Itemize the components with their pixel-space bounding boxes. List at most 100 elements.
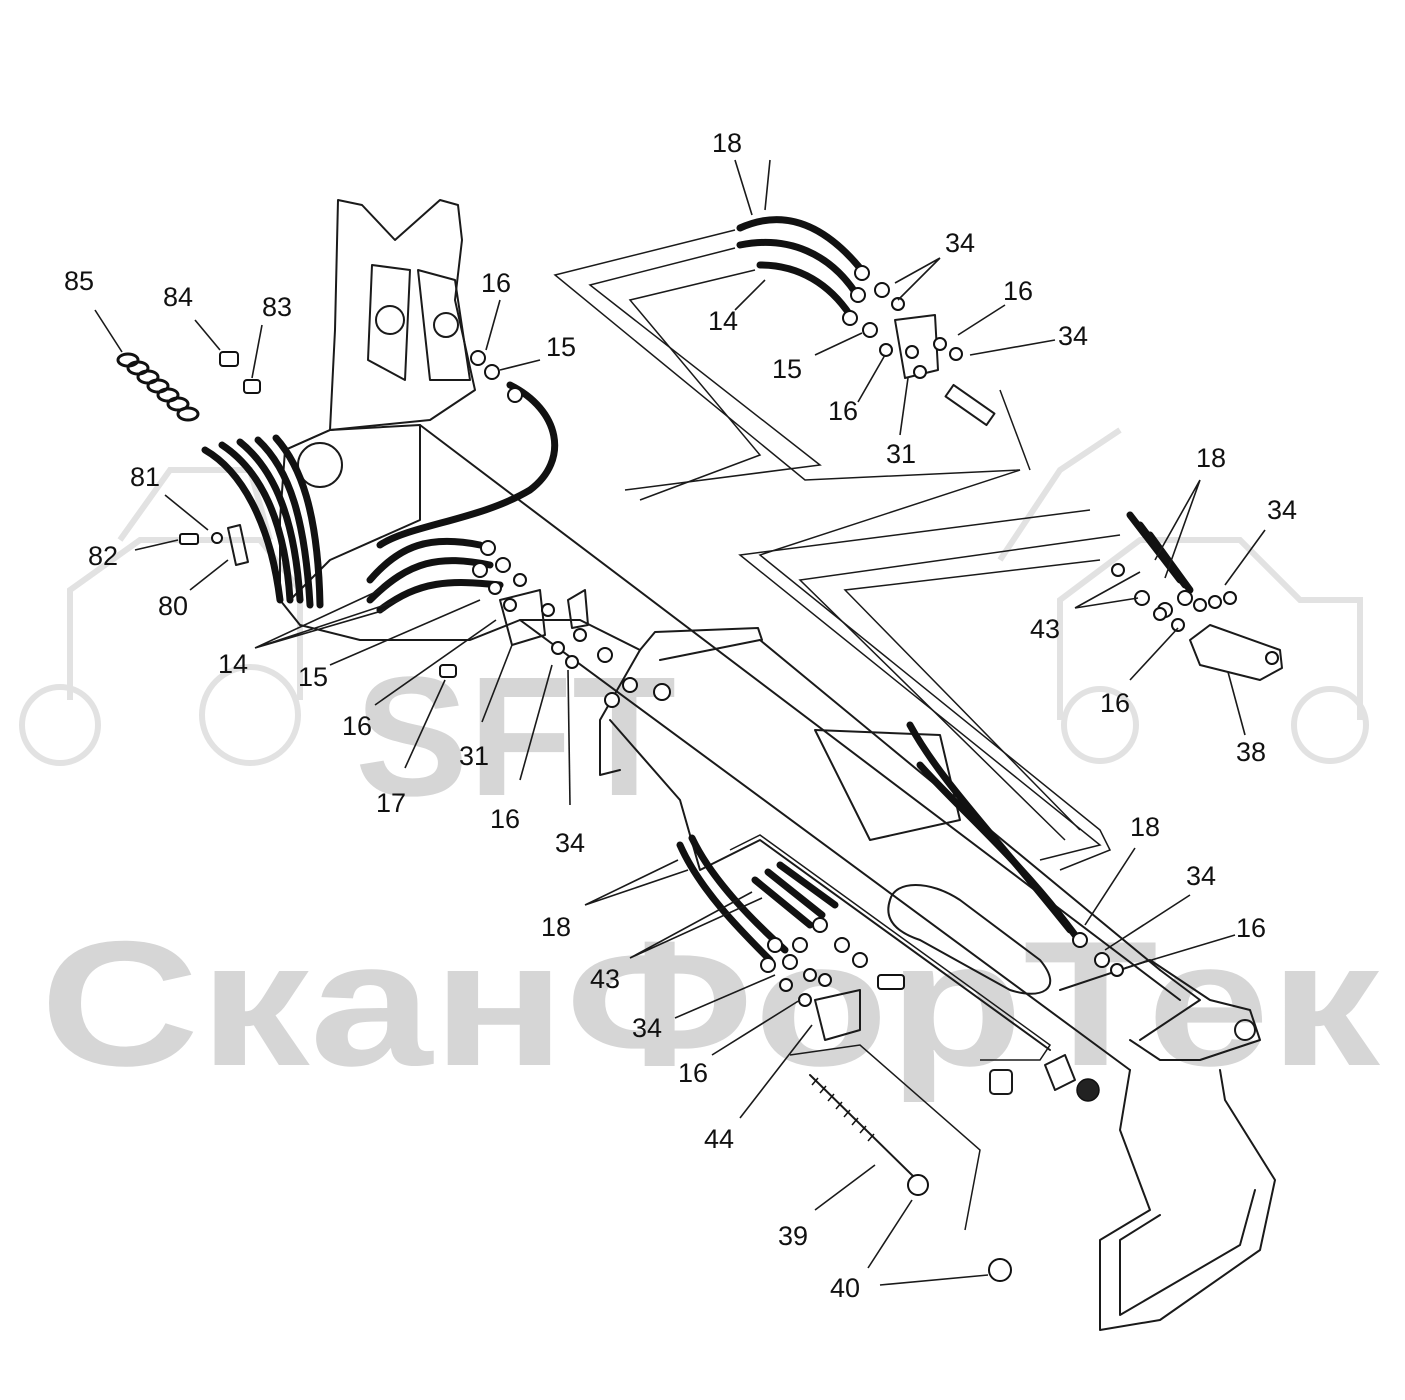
clamp-plate-80	[227, 524, 249, 566]
watermark-excavator-right	[997, 427, 1369, 764]
callout-15-top: 15	[772, 354, 802, 384]
boom-pivot-plate-right	[417, 269, 471, 381]
boom-bracket-shape	[639, 627, 763, 651]
manifold-block-31-top	[894, 314, 939, 379]
washer-81	[211, 532, 223, 544]
callout-18-right: 18	[1196, 443, 1226, 473]
callout-84: 84	[163, 282, 193, 312]
callout-44: 44	[704, 1124, 734, 1154]
callout-16-b: 16	[828, 396, 858, 426]
bolt-17	[439, 664, 457, 678]
boom-window-cut	[814, 729, 961, 841]
callout-34-a: 34	[945, 228, 975, 258]
pipe-lower-loop-a	[738, 509, 1102, 861]
plate-44-outline	[789, 1044, 981, 1231]
callout-16-e: 16	[490, 804, 520, 834]
callout-34-b: 34	[1058, 321, 1088, 351]
boom-assembly	[279, 199, 1276, 1331]
long-bolt-39	[809, 1074, 916, 1179]
boom-head-plate	[284, 424, 421, 601]
pipe-lower-right-run	[999, 389, 1031, 471]
fitting-83	[243, 379, 261, 394]
callout-81: 81	[130, 462, 160, 492]
pipe-bottom-run	[729, 834, 1052, 1061]
pivot-pin-hole-right	[433, 312, 459, 338]
callout-18-lower: 18	[1130, 812, 1160, 842]
hose-top-2	[736, 238, 859, 296]
callout-34-c: 34	[555, 828, 585, 858]
fittings-bottom-cluster	[760, 917, 1124, 1007]
hose-top-1	[736, 216, 864, 272]
callout-34-d: 34	[1267, 495, 1297, 525]
hose-center-1	[366, 537, 484, 584]
bracket-44	[814, 989, 861, 1041]
callout-39: 39	[778, 1221, 808, 1251]
callout-15-c: 15	[298, 662, 328, 692]
callout-14-top: 14	[708, 306, 738, 336]
protective-spring-85	[116, 352, 200, 422]
callout-14-left: 14	[218, 649, 248, 679]
fittings-top-cluster	[842, 265, 996, 427]
pipe-lower-loop-c	[843, 559, 1101, 831]
callout-82: 82	[88, 541, 118, 571]
callout-83: 83	[262, 292, 292, 322]
callout-15-b: 15	[546, 332, 576, 362]
boom-body-lower-edge	[519, 619, 1131, 1071]
hose-center-2	[366, 557, 494, 604]
hose-bottom-4	[764, 868, 826, 919]
boom-pivot-bracket	[329, 199, 476, 431]
boom-end-clip	[1044, 1054, 1076, 1091]
bracket-near-31	[567, 589, 589, 629]
callout-43-right: 43	[1030, 614, 1060, 644]
callout-18-top: 18	[712, 128, 742, 158]
boom-end-pin	[1234, 1019, 1256, 1041]
bracket-44-tab	[877, 974, 905, 990]
components	[116, 265, 1283, 1282]
watermark-brand: SFT	[355, 642, 676, 832]
callout-17: 17	[376, 788, 406, 818]
hose-bottom-5	[776, 861, 839, 909]
pipe-lower-loop-b	[798, 534, 1121, 841]
callout-31-top: 31	[886, 439, 916, 469]
boom-pivot-plate-left	[367, 264, 411, 381]
callout-16-f: 16	[1100, 688, 1130, 718]
block-38-plug	[1265, 651, 1279, 665]
pivot-pin-hole-left	[375, 305, 405, 335]
boom-foot-inner	[1119, 1189, 1256, 1316]
hose-lower-long-2	[916, 761, 1079, 939]
callout-16-c: 16	[481, 268, 511, 298]
boom-oval-slot	[887, 884, 1052, 995]
bolt-82	[179, 533, 199, 545]
callout-16-h: 16	[678, 1058, 708, 1088]
hose-left-bundle-4	[254, 436, 314, 609]
boom-end-bracket	[1059, 959, 1261, 1061]
callout-16-d: 16	[342, 711, 372, 741]
hose-left-bundle-2	[218, 441, 294, 604]
fittings-left-cluster	[470, 350, 671, 708]
block-38	[1189, 624, 1283, 681]
callout-18-bottom: 18	[541, 912, 571, 942]
watermark-tractor-left	[19, 467, 303, 766]
callout-43-bottom: 43	[590, 964, 620, 994]
boom-body-left	[279, 429, 641, 776]
hose-center-3	[376, 579, 504, 614]
callout-80: 80	[158, 591, 188, 621]
callout-85: 85	[64, 266, 94, 296]
boom-foot-frame	[1099, 1069, 1276, 1331]
callout-38: 38	[1236, 737, 1266, 767]
boom-body-mid-edge	[659, 639, 1161, 971]
fittings-right-cluster	[1111, 563, 1237, 632]
boom-end-boss	[989, 1069, 1013, 1095]
pipe-loop-outer	[553, 229, 1112, 871]
callout-34-f: 34	[632, 1013, 662, 1043]
leader-lines	[94, 159, 1266, 1286]
boom-end-rail	[1139, 969, 1201, 1041]
hose-main-arc	[376, 381, 559, 549]
hose-bottom-3	[751, 876, 814, 929]
hose-left-bundle-5	[272, 434, 324, 609]
callout-31-b: 31	[459, 741, 489, 771]
pipe-loop-inner	[628, 269, 762, 501]
callout-40: 40	[830, 1273, 860, 1303]
boom-end-hole	[1076, 1078, 1100, 1102]
callouts: 18 34 16 34 14 15 16 31 85 84 83 16 15 8…	[64, 128, 1297, 1303]
